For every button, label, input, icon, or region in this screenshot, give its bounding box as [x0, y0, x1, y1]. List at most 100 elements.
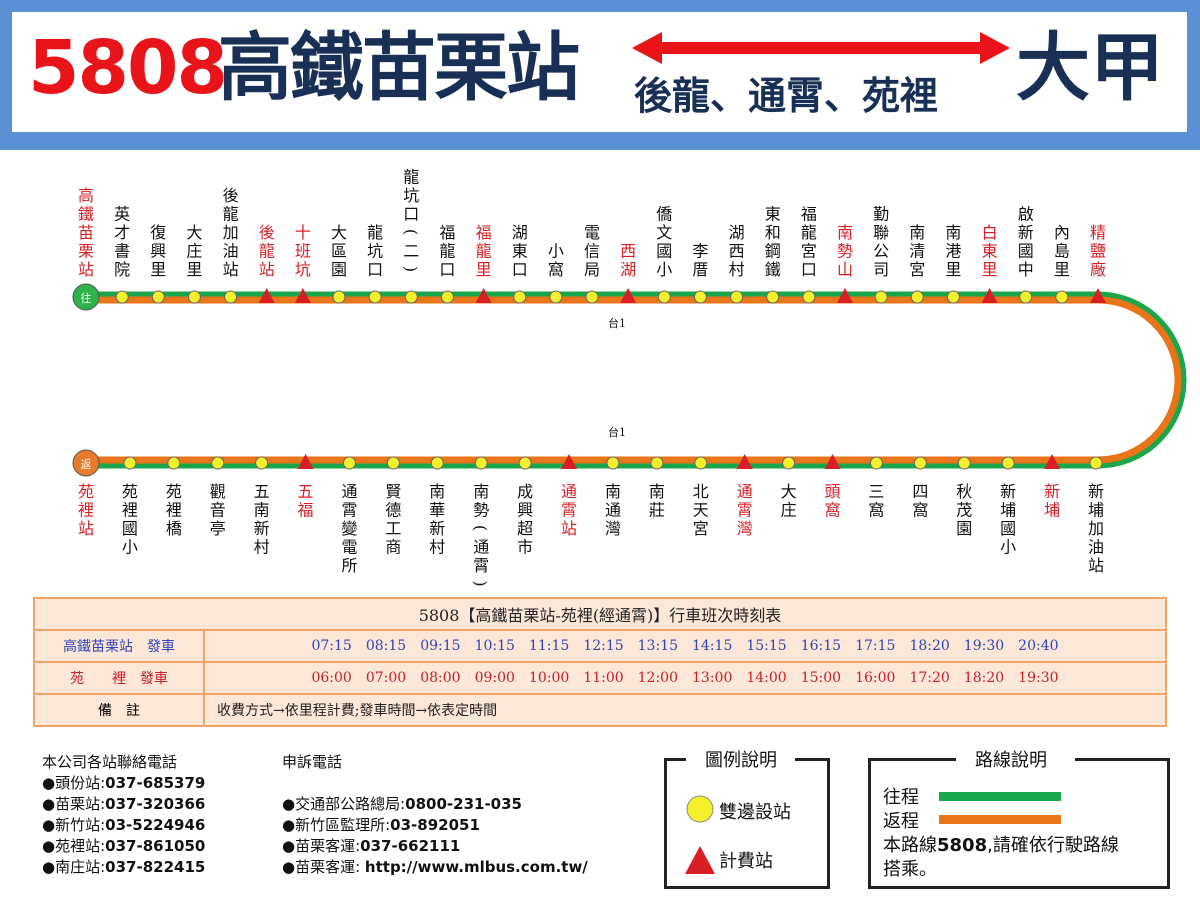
- stop-label: 裡: [78, 501, 94, 520]
- row-label-yuanli: 苑 裡 發車: [33, 661, 205, 695]
- stop-label: 南: [473, 482, 489, 501]
- stop-label: 超: [517, 519, 533, 538]
- departure-time: 12:15: [583, 638, 624, 654]
- stop-label: 興: [517, 501, 533, 520]
- stop-label: 福: [439, 223, 455, 242]
- stop-label: 宮: [693, 519, 709, 538]
- stop-label: 霄: [341, 501, 357, 520]
- outbound-route-line: [86, 291, 1187, 469]
- list-item: ●苗栗客運: http://www.mlbus.com.tw/: [282, 858, 588, 876]
- departure-time: 18:20: [963, 670, 1005, 686]
- complaint-list: 申訴電話 ●交通部公路總局:0800-231-035●新竹區監理所:03-892…: [282, 752, 588, 878]
- stop-label: 院: [114, 260, 130, 279]
- stop-label: 湖: [729, 223, 745, 242]
- departure-time: 10:00: [528, 670, 570, 686]
- stop-dot-icon: [255, 456, 269, 470]
- stop-label: 里: [1054, 260, 1070, 279]
- outbound-line-swatch: [939, 792, 1061, 801]
- note-text: 收費方式→依里程計費;發車時間→依表定時間: [203, 693, 1167, 727]
- stop-label: 高: [78, 186, 94, 205]
- stop-label: 福: [801, 205, 817, 224]
- stop-label: 復: [150, 223, 166, 242]
- stop-dot-icon: [1019, 290, 1033, 304]
- stop-label: 所: [341, 556, 357, 575]
- stop-label: 二: [403, 242, 419, 261]
- list-item: ●南庄站:037-822415: [42, 858, 206, 876]
- stop-dot-icon: [1089, 456, 1103, 470]
- stop-dot-icon: [151, 290, 165, 304]
- terminal-icon: [72, 449, 100, 477]
- stop-label: 灣: [737, 519, 753, 538]
- stop-label: 英: [114, 205, 130, 224]
- stop-dot-icon: [386, 456, 400, 470]
- stop-label: 興: [150, 242, 166, 261]
- legend-stop-label: 雙邊設站: [719, 802, 791, 823]
- stop-label: 油: [1088, 538, 1104, 557]
- departure-time: 17:20: [909, 670, 950, 686]
- stop-label: 局: [584, 260, 600, 279]
- stop-label: 苑: [78, 482, 94, 501]
- stop-label: 窩: [912, 501, 928, 520]
- departure-time: 09:00: [474, 670, 515, 686]
- stop-label: 庄: [186, 242, 202, 261]
- stop-dot-icon: [513, 290, 527, 304]
- stop-dot-icon: [1055, 290, 1069, 304]
- stop-label: 新: [429, 519, 445, 538]
- contact-list: 本公司各站聯絡電話 ●頭份站:037-685379●苗栗站:037-320366…: [42, 752, 205, 878]
- fare-stop-icon: [297, 454, 314, 469]
- stop-dot-icon: [368, 290, 382, 304]
- list-item: ●交通部公路總局:0800-231-035: [282, 795, 522, 813]
- stop-label: 四: [912, 482, 928, 501]
- header-panel: [12, 12, 1187, 132]
- stop-label: (: [471, 525, 490, 531]
- stop-label: 園: [956, 519, 972, 538]
- fare-stop-icon: [1090, 288, 1106, 303]
- highway-label: 台1: [608, 425, 626, 439]
- departure-time: 16:15: [800, 638, 842, 654]
- fare-stop-icon: [294, 288, 311, 303]
- stop-label: 福: [476, 223, 492, 242]
- stop-label: 大: [186, 223, 202, 242]
- departure-time: 08:00: [420, 670, 461, 686]
- stop-label: 鋼: [765, 242, 781, 261]
- stop-label: 大: [781, 482, 797, 501]
- timetable: 5808【高鐵苗栗站-苑裡(經通霄)】行車班次時刻表 高鐵苗栗站 發車 07:1…: [33, 597, 1167, 727]
- stop-label: 電: [341, 538, 357, 557]
- fare-stop-icon: [561, 454, 578, 469]
- route-map: 往高鐵苗栗站英才書院復興里大庄里後龍加油站後龍站十班坑大區園龍坑口龍坑口(二)福…: [72, 168, 1187, 587]
- stop-label: 窩: [868, 501, 884, 520]
- stop-label: 口: [367, 260, 383, 279]
- row-label-hsr: 高鐵苗栗站 發車: [33, 629, 205, 663]
- stop-label: 新: [1000, 482, 1016, 501]
- terminal-marker: 往: [81, 291, 92, 305]
- stop-dot-icon: [913, 456, 927, 470]
- stop-label: 龍: [403, 168, 419, 187]
- stop-dot-icon: [782, 456, 796, 470]
- return-route-line: [86, 296, 1182, 464]
- stop-label: 村: [254, 538, 270, 557]
- stop-label: 霄: [473, 556, 489, 575]
- departure-time: 07:00: [365, 670, 407, 686]
- table-row: 備 註 收費方式→依里程計費;發車時間→依表定時間: [33, 693, 1167, 727]
- stop-label: 五: [254, 482, 270, 501]
- stop-label: 南: [837, 223, 853, 242]
- stop-label: 口: [439, 260, 455, 279]
- stop-label: 中: [1018, 260, 1034, 279]
- stop-label: 山: [837, 260, 853, 279]
- stop-label: 清: [909, 242, 925, 261]
- header-banner: 5808 高鐵苗栗站 後龍、通霄、苑裡 大甲: [0, 0, 1200, 150]
- stop-label: 勢: [473, 501, 489, 520]
- departure-time: 14:15: [692, 638, 733, 654]
- via-stops: 後龍、通霄、苑裡: [634, 74, 939, 118]
- stop-dot-icon: [730, 290, 744, 304]
- stop-label: 坑: [367, 242, 383, 261]
- stop-label: 變: [341, 519, 357, 538]
- stop-label: 市: [517, 538, 533, 557]
- stop-label: 龍: [259, 242, 275, 261]
- stop-dot-icon: [946, 290, 960, 304]
- stop-dot-icon: [957, 456, 971, 470]
- departure-time: 13:15: [637, 638, 678, 654]
- stop-label: 湖: [512, 223, 528, 242]
- stop-label: 霄: [561, 501, 577, 520]
